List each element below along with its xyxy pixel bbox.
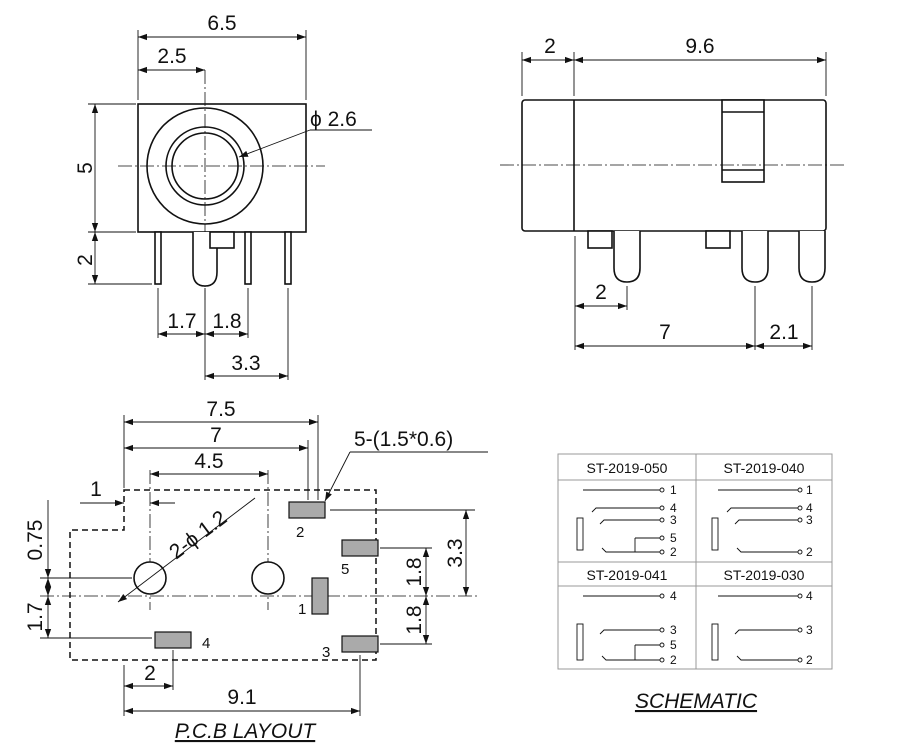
side-pin [613, 231, 641, 283]
side-tab [587, 230, 613, 249]
dim-pcb-v-top: 0.75 [24, 520, 47, 561]
dim-side-pin-end: 2.1 [769, 321, 798, 344]
dim-side-pin-span: 7 [659, 321, 671, 344]
schematic-pin: 5 [670, 638, 677, 652]
schematic-title: ST-2019-040 [724, 460, 805, 476]
dim-pcb-width-outer: 7.5 [206, 398, 235, 421]
schematic-title: ST-2019-050 [587, 460, 668, 476]
schematic-cell: 4 3 5 2 [576, 589, 677, 667]
dim-side-pin-offset: 2 [595, 281, 607, 304]
schematic-pin: 3 [806, 513, 813, 527]
pcb-pad-1 [311, 577, 329, 615]
pcb-pad-4 [154, 631, 192, 649]
pcb-outline [69, 489, 377, 661]
schematic-pin: 3 [806, 623, 813, 637]
schematic: ST-2019-050 ST-2019-040 ST-2019-041 ST-2… [557, 453, 833, 713]
side-pin [741, 231, 769, 283]
dim-front-height: 5 [74, 162, 97, 174]
dim-side-body-length: 9.6 [685, 35, 714, 58]
schematic-pin: 2 [806, 545, 813, 559]
dim-front-pitch-a: 1.7 [167, 310, 196, 333]
pcb-layout: 2 5 1 3 4 7.5 7 4.5 1 5-(1.5*0.6) 2-ϕ 1.… [24, 398, 488, 743]
dim-pcb-total-length: 9.1 [227, 686, 256, 709]
schematic-pin: 5 [670, 531, 677, 545]
pcb-pin-label: 3 [322, 644, 330, 661]
front-view: 6.5 2.5 5 2 ϕ 2.6 1.7 1.8 3.3 [74, 12, 372, 380]
side-latch [721, 99, 765, 183]
dim-pcb-right-upper: 1.8 [403, 557, 426, 586]
side-body [521, 99, 827, 232]
dim-front-hole-diameter: ϕ 2.6 [310, 108, 357, 131]
side-view: 2 9.6 2 7 2.1 [500, 35, 845, 350]
dim-front-pin-height: 2 [74, 254, 97, 266]
schematic-cell: 1 4 3 5 2 [576, 483, 677, 559]
pcb-pad-spec: 5-(1.5*0.6) [354, 428, 453, 451]
side-tab [705, 230, 731, 249]
dim-front-offset: 2.5 [157, 45, 186, 68]
side-pin [798, 231, 826, 283]
schematic-pin: 1 [670, 483, 677, 497]
front-pin [154, 231, 162, 285]
front-tab [209, 231, 235, 249]
dim-pcb-v-bottom: 1.7 [24, 602, 47, 631]
dim-front-pitch-b: 1.8 [212, 310, 241, 333]
schematic-pin: 4 [670, 589, 677, 603]
schematic-title: ST-2019-030 [724, 567, 805, 583]
dim-pcb-hole-spacing: 4.5 [194, 450, 223, 473]
front-pin [244, 231, 252, 285]
schematic-pin: 4 [670, 501, 677, 515]
pcb-pin-label: 2 [296, 524, 304, 541]
pcb-caption: P.C.B LAYOUT [175, 720, 318, 743]
pcb-pin-label: 5 [341, 561, 349, 578]
schematic-pin: 2 [670, 653, 677, 667]
pcb-hole [251, 561, 285, 595]
pcb-pin-label: 1 [298, 601, 306, 618]
dim-pcb-pad-left: 2 [144, 662, 156, 685]
pcb-pin-label: 4 [202, 635, 210, 652]
schematic-cell: 4 3 2 [711, 589, 813, 667]
schematic-pin: 3 [670, 623, 677, 637]
pcb-hole-spec: 2-ϕ 1.2 [165, 506, 231, 564]
dim-pcb-right-total: 3.3 [444, 538, 467, 567]
schematic-pin: 1 [806, 483, 813, 497]
dim-front-width: 6.5 [207, 12, 236, 35]
pcb-pad-5 [341, 539, 379, 557]
dim-side-front-length: 2 [544, 35, 556, 58]
pcb-pad-3 [341, 635, 379, 653]
dim-pcb-edge-offset: 1 [90, 478, 102, 501]
schematic-pin: 2 [806, 653, 813, 667]
schematic-pin: 2 [670, 545, 677, 559]
schematic-pin: 4 [806, 501, 813, 515]
schematic-title: ST-2019-041 [587, 567, 668, 583]
pcb-pad-2 [288, 501, 326, 519]
dim-pcb-right-lower: 1.8 [403, 605, 426, 634]
dim-front-pin-span: 3.3 [231, 352, 260, 375]
schematic-caption: SCHEMATIC [635, 690, 758, 713]
dim-pcb-width-inner: 7 [210, 424, 222, 447]
schematic-pin: 4 [806, 589, 813, 603]
schematic-cell: 1 4 3 2 [711, 483, 813, 559]
schematic-pin: 3 [670, 513, 677, 527]
front-pin [284, 231, 292, 285]
